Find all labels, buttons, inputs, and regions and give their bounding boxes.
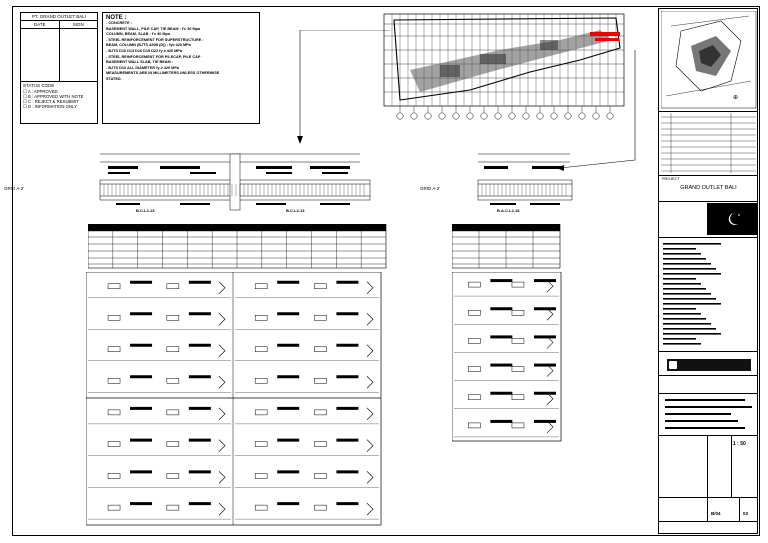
sheet-number: 03 — [743, 511, 749, 516]
consultant-list — [663, 243, 721, 345]
beam-schedule-left — [88, 224, 387, 269]
client-name: PT. GRAND OUTLET BALI — [21, 13, 97, 21]
beam-section-details-left — [86, 272, 382, 526]
revision-table — [661, 113, 756, 173]
note-line: BEAM, COLUMN (BJTS 420B (D)) : fy≥ 420 M… — [106, 43, 191, 48]
note-line: STATED. — [106, 76, 122, 81]
general-notes: NOTE : - CONCRETE : BASEMENT WALL, PILE … — [102, 12, 260, 124]
note-line: - BJTS D10 ALL DIAMETER fy ≥ 420 MPa — [106, 65, 179, 70]
beam-elevation-right — [477, 153, 573, 205]
status-code-title: STATUS CODE — [23, 83, 55, 88]
svg-text:⊕: ⊕ — [733, 95, 738, 101]
owner-logo — [707, 203, 757, 235]
notes-title: NOTE : — [106, 15, 127, 21]
contractor-logo — [667, 359, 751, 371]
section-label-right: B.A.C.L2-18 — [497, 208, 520, 213]
note-line: - STEEL REINFORCEMENT FOR SUPERSTRUCTURE… — [106, 37, 204, 42]
key-plan-highlight — [590, 32, 620, 36]
key-plan — [383, 13, 625, 120]
site-location-map: ⊕ — [661, 11, 757, 109]
note-line: - STEEL REINFORCEMENT FOR PILECAP, PILE … — [106, 54, 201, 59]
beam-elevation-left — [99, 153, 371, 211]
drawing-scale: 1 : 50 — [733, 441, 746, 447]
date-column-header: DATE — [21, 21, 60, 28]
beam-section-details-right — [452, 272, 562, 442]
note-line: COLUMN, BEAM, SLAB : f'c 30 Mpa — [106, 32, 170, 37]
status-code-list: ☐ A : APPROVED ☐ B : APPROVED WITH NOTE … — [23, 89, 83, 109]
project-name: GRAND OUTLET BALI — [680, 185, 737, 191]
project-label: PROJECT — [662, 177, 680, 181]
drawing-number: B/04 — [711, 511, 721, 516]
note-line: - CONCRETE : — [106, 21, 132, 25]
sign-column-header: SIGN — [72, 22, 84, 27]
title-block: ⊕ PROJECT GRAND OUTLET BALI 1 : 50 B/04 … — [658, 8, 758, 534]
grid-label-left-text: GRID A-2' — [4, 186, 25, 191]
status-code-d: ☐ D : INFORMATION ONLY — [23, 104, 78, 109]
note-line: MEASUREMENTS ARE IN MILLIMETERS UNLESS O… — [106, 71, 220, 76]
status-code-a: ☐ A : APPROVED — [23, 89, 58, 94]
note-line: BASEMENT WALL SLAB, TIE BEAM : — [106, 60, 174, 65]
drawing-title — [665, 399, 752, 429]
sheet-frame — [12, 6, 760, 536]
beam-schedule-right — [452, 224, 561, 269]
note-line: - BJTS D10 D13 D16 D19 D22 fy ≥ 420 MPa — [106, 48, 182, 53]
section-label-1: B.C.L2-13 — [136, 208, 155, 213]
status-code-b: ☐ B : APPROVED WITH NOTE — [23, 94, 84, 99]
approval-status-box: PT. GRAND OUTLET BALI DATE SIGN STATUS C… — [20, 12, 98, 124]
note-line: BASEMENT WALL, PILE CAP, TIE BEAM : f'c … — [106, 26, 201, 31]
status-code-c: ☐ C : REJECT & RESUBMIT — [23, 99, 79, 104]
section-label-2: B.C.L2-13 — [286, 208, 305, 213]
grid-label-right-text: GRID A-2' — [420, 186, 441, 191]
